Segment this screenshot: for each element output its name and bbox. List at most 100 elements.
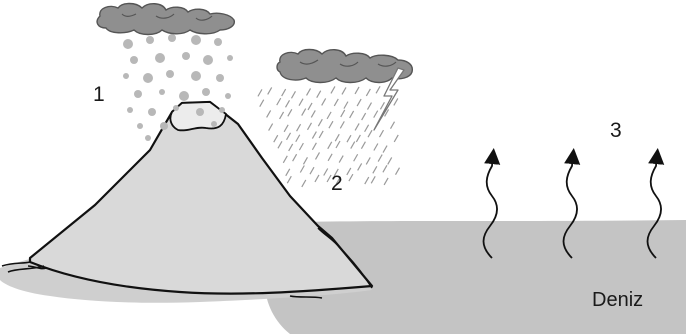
rain-streak [296,135,300,142]
rain-streak [329,121,333,128]
rain-streak [291,91,295,98]
rain-streak [302,180,306,187]
rain-streak [267,110,271,117]
rain-streak [388,157,392,164]
rain-streak [331,86,335,93]
hail-dot [182,52,190,60]
rain-streak [258,89,262,96]
hail-dot [137,123,143,129]
rain-streak [394,98,398,105]
rain-streak [368,130,372,137]
hail-dot [123,39,133,49]
sea-label: Deniz [592,290,643,310]
rain-streak [317,91,321,98]
rain-streak [358,163,362,170]
rain-streak [297,124,301,131]
rain-streak [283,156,287,163]
rain-streak [365,125,369,132]
rain-streak [269,124,273,131]
rain-streak [286,100,290,107]
rain-streak [396,168,400,175]
rain-streak [379,130,383,137]
rain-streak [373,166,377,173]
rain-streak [310,167,314,174]
hail-dot [160,122,168,130]
rain-streak [391,122,395,129]
rain-streak [355,123,359,130]
rain-streak [312,132,316,139]
rain-streak [357,99,361,106]
rain-streak [315,152,319,159]
rain-streak [274,135,278,142]
rain-streak [282,89,286,96]
rain-streak [312,143,316,150]
rain-streak [319,131,323,138]
rain-streak [284,125,288,132]
rain-streak [307,88,311,95]
rain-streak [366,157,370,164]
hail-dot [123,73,129,79]
rain-streak [299,143,303,150]
rain-streak [361,142,365,149]
rain-streak [341,110,345,117]
rain-streak [371,176,375,183]
rain-streak [311,110,315,117]
rain-streak [268,87,272,94]
hail-dot [166,70,174,78]
rain-streak [339,156,343,163]
rain-streak [288,109,292,116]
hail-dot [202,88,210,96]
hail-dot [127,107,133,113]
rain-streak [280,112,284,119]
rain-streak [303,157,307,164]
rain-streak [374,143,378,150]
rain-streak [299,99,303,106]
rain-streak [347,168,351,175]
rain-streak [384,178,388,185]
rain-streak [344,102,348,109]
rain-streak [307,123,311,130]
hail-dot [191,35,201,45]
rain-streak [374,111,378,118]
hail-dot [216,74,224,82]
rain-streak [287,176,291,183]
hail-dot [219,107,225,113]
hail-dot [148,108,156,116]
rain-cloud [277,50,412,83]
rain-streak [351,142,355,149]
snow-cap [170,102,226,130]
hail-dot [203,55,213,65]
rain-streak [328,154,332,161]
hail-dot [196,108,204,116]
rain-streak [394,135,398,142]
rain-streak [336,141,340,148]
hail-dot [134,90,142,98]
snow-cloud [97,4,234,35]
hail-dot [143,73,153,83]
rain-streak [376,86,380,93]
hail-dot [191,71,201,81]
rain-streak [365,177,369,184]
rain-streak [362,113,366,120]
rain-streak [322,98,326,105]
rain-streak [354,154,358,161]
mountain [30,102,372,294]
rain-streak [327,112,331,119]
rain-streak [367,103,371,110]
label-2: 2 [331,173,343,194]
rain-streak [286,169,290,176]
hail-dot [227,55,233,61]
label-3: 3 [610,120,622,141]
hail-dot [146,36,154,44]
rain-streak [287,133,291,140]
rain-streaks [258,86,400,187]
rain-streak [350,111,354,118]
hail-dot [214,38,222,46]
rain-streak [366,89,370,96]
rain-streak [302,109,306,116]
rain-streak [308,103,312,110]
rain-streak [349,174,353,181]
hail-dot [168,34,176,42]
rain-streak [293,154,297,161]
